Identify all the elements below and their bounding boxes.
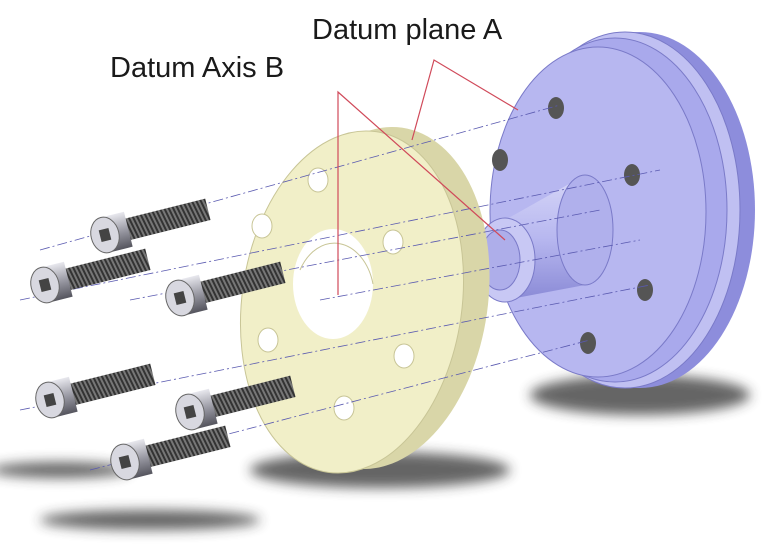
leader-lines	[337, 59, 519, 295]
bolt	[30, 248, 151, 304]
bolt	[90, 198, 211, 254]
bolt	[175, 375, 296, 431]
datum-plane-leader	[411, 59, 519, 141]
bolt	[35, 363, 156, 419]
datum-axis-leader	[337, 90, 506, 295]
spacer-ring	[239, 126, 490, 474]
ring-bolt-holes	[251, 167, 415, 421]
hub-flange	[474, 31, 755, 389]
bolts	[30, 198, 296, 481]
datum-axis-label: Datum Axis B	[110, 52, 285, 84]
bolt	[165, 261, 286, 317]
bolt	[110, 425, 231, 481]
datum-plane-label: Datum plane A	[312, 14, 503, 46]
hub-bolt-holes	[492, 97, 653, 354]
